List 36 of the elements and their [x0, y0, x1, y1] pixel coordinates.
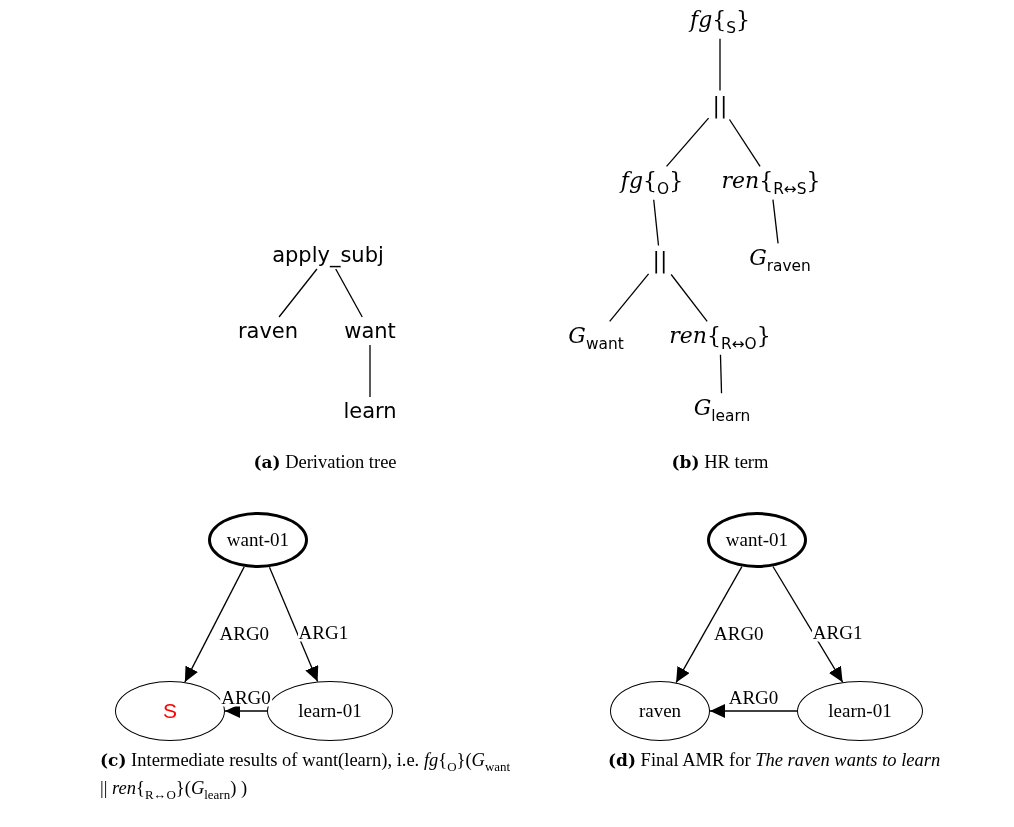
caption: (b) HR term	[670, 451, 770, 474]
term-node-label: ren{$_{R↔S}$}	[717, 166, 825, 200]
arrow	[675, 566, 743, 684]
tree-branch-line	[719, 354, 723, 394]
arrow	[184, 566, 245, 683]
tree-branch-line	[653, 199, 660, 247]
term-operator: ||	[708, 90, 732, 120]
graph-node-ellipse: want-01	[707, 512, 807, 568]
arrow	[268, 566, 319, 683]
arrow	[709, 704, 798, 718]
tree-node-label: learn	[339, 397, 401, 425]
arrow	[224, 704, 268, 718]
caption: (a) Derivation tree	[252, 451, 398, 474]
tree-branch-line	[670, 273, 708, 322]
tree-branch-line	[369, 344, 371, 398]
term-node-label: G$_{want}$	[564, 321, 628, 355]
tree-branch-line	[335, 268, 363, 318]
tree-branch-line	[278, 268, 318, 318]
arrow	[772, 565, 844, 683]
term-node-label: G$_{learn}$	[689, 393, 755, 427]
term-node-label: fg{$_{S}$}	[686, 5, 754, 39]
tree-node-label: raven	[233, 317, 303, 345]
caption: (d) Final AMR for The raven wants to learn	[608, 749, 942, 772]
tree-branch-line	[609, 273, 650, 322]
tree-node-label: want	[340, 317, 400, 345]
term-node-label: fg{$_{O}$}	[616, 166, 688, 200]
term-node-label: ren{$_{R↔O}$}	[665, 321, 775, 355]
term-operator: ||	[648, 245, 672, 275]
tree-branch-line	[665, 117, 710, 167]
term-node-label: G$_{raven}$	[745, 243, 815, 277]
tree-branch-line	[772, 199, 779, 244]
tree-branch-line	[719, 38, 721, 92]
caption: (c) Intermediate results of want(learn), i.e. fg{$_{O}$}(G$_{want}$ || ren{$_{R↔O}$}(G$_{learn}$) )	[100, 749, 512, 804]
tree-branch-line	[728, 118, 761, 167]
graph-node-ellipse: want-01	[208, 512, 308, 568]
tree-node-label: apply_subj	[268, 241, 388, 269]
